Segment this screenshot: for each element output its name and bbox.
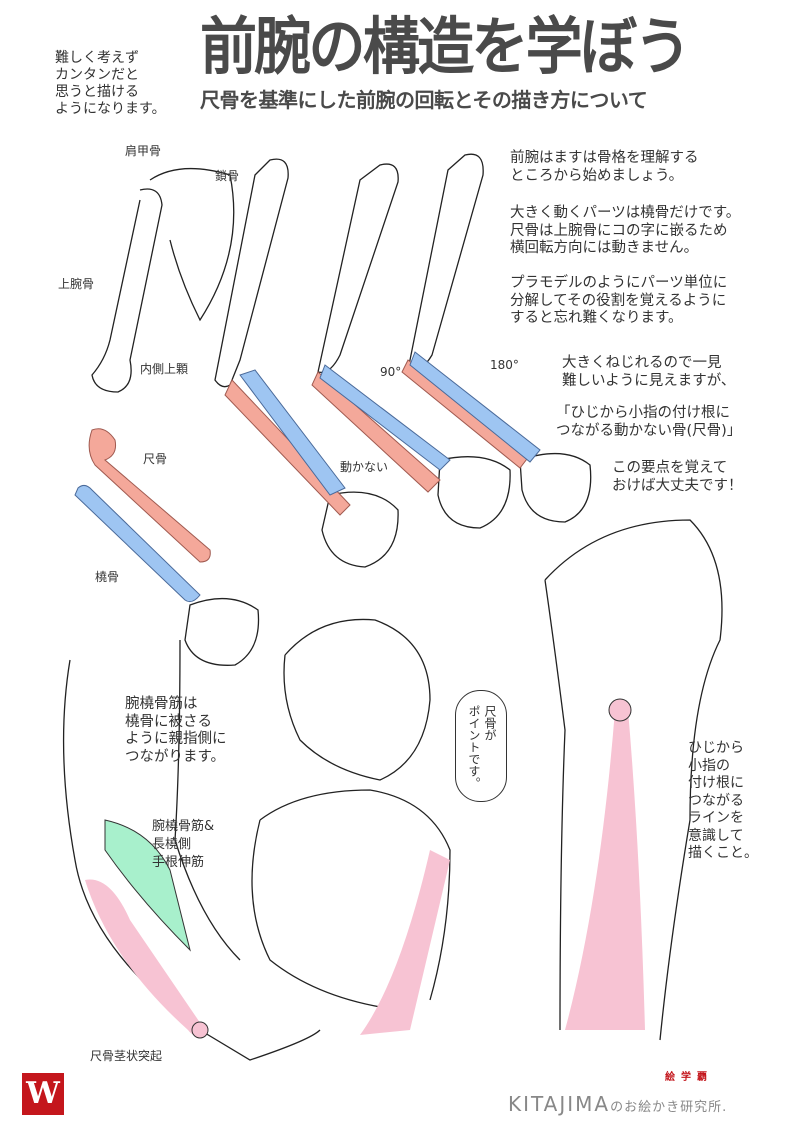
label-humerus: 上腕骨 — [58, 277, 95, 291]
muscle-highlight — [104, 819, 191, 952]
radius-bone — [74, 484, 201, 603]
credit: KITAJIMAのお絵かき研究所. — [508, 1092, 727, 1120]
humerus-drawing-2 — [214, 158, 289, 388]
right-note: ひじから 小指の 付け根に つながる ラインを 意識して 描くこと。 — [688, 740, 758, 861]
humerus-drawing-4 — [407, 153, 484, 372]
muscle-label: 腕橈骨筋& 長橈側 手根伸筋 — [152, 819, 215, 870]
label-radius: 橈骨 — [95, 570, 120, 584]
explanation-5: 「ひじから小指の付け根に つながる動かない骨(尺骨)」 — [556, 405, 742, 439]
explanation-6: この要点を覚えて おけば大丈夫です！ — [612, 460, 743, 494]
ulna-bone — [88, 428, 211, 563]
credit-jp: のお絵かき研究所. — [610, 1100, 728, 1115]
ulna-line-left — [85, 879, 205, 1035]
speech-bubble-text: 尺骨が ポイントです。 — [467, 705, 497, 789]
brand-logo: W — [22, 1073, 64, 1115]
label-medial-epicondyle: 内側上顆 — [140, 362, 189, 376]
label-clavicle: 鎖骨 — [215, 169, 240, 183]
fist-1 — [184, 597, 260, 666]
label-styloid: 尺骨茎状突起 — [90, 1049, 163, 1063]
intro-note: 難しく考えず カンタンだと 思うと描ける ようになります。 — [55, 50, 166, 117]
label-immobile: 動かない — [340, 460, 389, 474]
explanation-3: プラモデルのようにパーツ単位に 分解してその役割を覚えるように すると忘れ難くな… — [510, 275, 728, 326]
styloid-marker — [191, 1021, 209, 1039]
ulna-line-right — [565, 710, 645, 1030]
character-body — [251, 789, 451, 1011]
muscle-note: 腕橈骨筋は 橈骨に被さる ように親指側に つながります。 — [125, 696, 227, 765]
character-head — [283, 618, 431, 781]
ulna-bone-3 — [311, 371, 441, 493]
label-180deg: 180° — [490, 358, 519, 372]
radius-bone-4 — [409, 351, 541, 463]
humerus-drawing-3 — [317, 163, 399, 374]
fist-3 — [437, 456, 511, 529]
label-ulna: 尺骨 — [143, 452, 168, 466]
scapula-drawing — [149, 167, 235, 322]
radius-bone-3 — [319, 364, 451, 471]
elbow-marker — [608, 698, 632, 722]
left-arm — [62, 639, 321, 1061]
page-subtitle: 尺骨を基準にした前腕の回転とその描き方について — [200, 88, 648, 112]
fist-4 — [519, 452, 592, 523]
humerus-drawing — [91, 188, 163, 393]
page-title: 前腕の構造を学ぼう — [200, 10, 691, 83]
explanation-2: 大きく動くパーツは橈骨だけです。 尺骨は上腕骨にコの字に嵌るため 横回転方向には… — [510, 205, 741, 256]
raised-arm — [544, 519, 723, 1041]
explanation-1: 前腕はますは骨格を理解する ところから始めましょう。 — [510, 150, 699, 184]
ulna-line-character — [360, 850, 450, 1035]
label-scapula: 肩甲骨 — [125, 144, 162, 158]
radius-bone-2 — [239, 369, 346, 496]
credit-latin: KITAJIMA — [508, 1092, 611, 1116]
label-90deg: 90° — [380, 365, 402, 379]
speech-bubble: 尺骨が ポイントです。 — [455, 690, 507, 802]
credit-mark: 絵学覇 — [665, 1072, 713, 1083]
explanation-4: 大きくねじれるので一見 難しいように見えますが、 — [562, 355, 736, 389]
